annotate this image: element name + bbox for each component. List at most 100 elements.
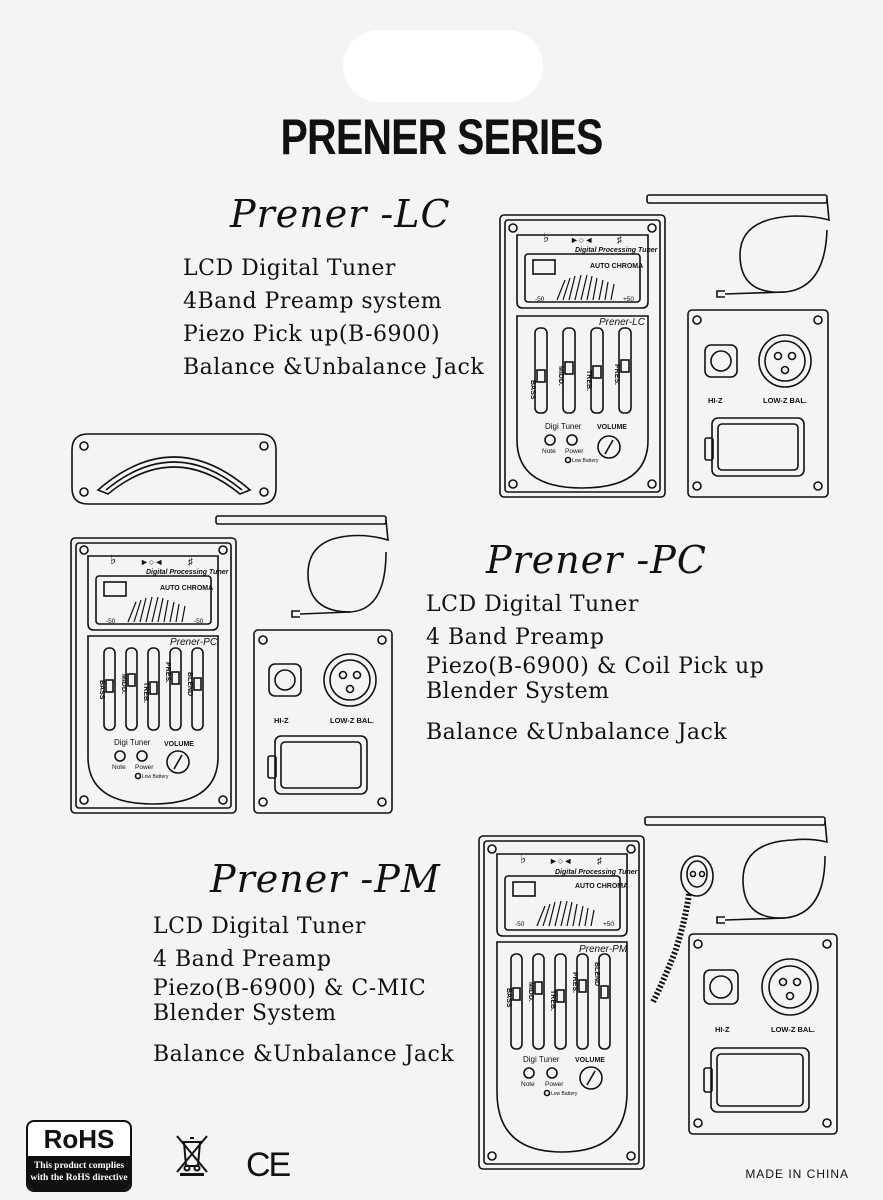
panel-brand-label: Prener-PM [579, 944, 628, 955]
volume-label: VOLUME [597, 424, 627, 431]
svg-text:►○◄: ►○◄ [570, 235, 593, 245]
scale-min-label: -50 [106, 618, 116, 625]
scale-min-label: -50 [535, 296, 545, 303]
svg-text:♭: ♭ [520, 851, 526, 866]
slider-label-bass: BASS [98, 680, 105, 700]
rohs-note: This product complies with the RoHS dire… [28, 1156, 130, 1190]
slider-label-treb: TREB. [549, 990, 556, 1011]
panel-brand-label: Prener-PC [170, 637, 218, 648]
made-in-label: MADE IN CHINA [745, 1167, 849, 1181]
svg-text:♭: ♭ [543, 230, 549, 245]
slider-label-midd: MIDD. [557, 366, 564, 386]
svg-text:♭: ♭ [110, 552, 116, 567]
rohs-badge: RoHS This product complies with the RoHS… [26, 1120, 132, 1192]
slider-label-blend: BLEND [186, 672, 193, 696]
slider-label-pres: PRES. [613, 364, 620, 385]
slider-label-pres: PRES. [164, 662, 171, 683]
piezo-pickup-lc [646, 194, 830, 298]
feature-item: LCD Digital Tuner [153, 914, 366, 939]
feature-list-pm: LCD Digital Tuner 4 Band Preamp Piezo(B-… [153, 910, 454, 1071]
svg-text:♯: ♯ [597, 856, 602, 867]
power-label: Power [545, 1081, 564, 1088]
slider-label-midd: MIDD. [527, 982, 534, 1002]
svg-text:►○◄: ►○◄ [140, 557, 163, 567]
curved-pickup-illustration [71, 433, 277, 505]
feature-item: 4 Band Preamp [426, 625, 605, 650]
lowz-label: LOW-Z BAL. [763, 396, 807, 405]
feature-list-pc: LCD Digital Tuner 4 Band Preamp Piezo(B-… [426, 588, 764, 749]
slider-label-bass: BASS [529, 380, 536, 400]
rohs-title: RoHS [43, 1124, 115, 1154]
svg-text:♯: ♯ [188, 557, 193, 568]
feature-item: Balance &Unbalance Jack [153, 1042, 455, 1067]
slider-label-bass: BASS [505, 988, 512, 1008]
model-title-lc: Prener -LC [230, 192, 451, 236]
prener-lc-illustration: ♭ ►○◄ ♯ Digital Processing Tuner AUTO CH… [499, 194, 830, 498]
slider-label-blend: BLEND [593, 962, 600, 986]
jack-plate-pm: HI-Z LOW-Z BAL. [688, 933, 838, 1135]
tuner-label: Digi Tuner [114, 738, 151, 747]
jack-plate-pc: HI-Z LOW-Z BAL. [253, 629, 393, 814]
jack-plate-lc: HI-Z LOW-Z BAL. [687, 309, 829, 498]
prener-pm-illustration: ♭ ►○◄ ♯ Digital Processing Tuner AUTO CH… [478, 816, 838, 1170]
panel-header-label: Digital Processing Tuner [146, 569, 230, 576]
tuner-label: Digi Tuner [545, 422, 582, 431]
hiz-label: HI-Z [715, 1025, 730, 1034]
feature-item: Balance &Unbalance Jack [426, 720, 728, 745]
ce-mark-icon: CE [246, 1146, 291, 1184]
lowz-label: LOW-Z BAL. [330, 716, 374, 725]
piezo-pickup-pm [644, 816, 828, 924]
feature-item: LCD Digital Tuner [426, 592, 639, 617]
panel-header-label: Digital Processing Tuner [555, 869, 639, 876]
scale-min-label: -50 [515, 921, 525, 928]
hiz-label: HI-Z [274, 716, 289, 725]
preamp-panel-pm: ♭ ►○◄ ♯ Digital Processing Tuner AUTO CH… [478, 835, 645, 1170]
note-label: Note [521, 1081, 535, 1088]
slider-group-lc [534, 327, 632, 414]
panel-brand-label: Prener-LC [599, 317, 646, 328]
display-mode-label: AUTO CHROMA [160, 585, 213, 592]
preamp-panel-lc: ♭ ►○◄ ♯ Digital Processing Tuner AUTO CH… [499, 214, 666, 498]
battery-label: Low Battery [142, 774, 169, 780]
prener-pc-illustration: ♭ ►○◄ ♯ Digital Processing Tuner AUTO CH… [70, 515, 393, 814]
hiz-label: HI-Z [708, 396, 723, 405]
feature-list-lc: LCD Digital Tuner 4Band Preamp system Pi… [183, 252, 484, 384]
scale-max-label: +50 [623, 296, 634, 303]
display-mode-label: AUTO CHROMA [575, 883, 628, 890]
feature-item: 4Band Preamp system [183, 289, 443, 314]
model-title-pc: Prener -PC [486, 538, 707, 582]
slider-label-treb: TREB. [585, 370, 592, 391]
panel-header-label: Digital Processing Tuner [575, 247, 659, 254]
power-label: Power [135, 764, 154, 771]
piezo-pickup-pc [215, 515, 389, 618]
slider-group-pm [510, 953, 611, 1050]
feature-item: Blender System [426, 679, 610, 704]
feature-item: Balance &Unbalance Jack [183, 355, 485, 380]
svg-text:►○◄: ►○◄ [549, 856, 572, 866]
feature-item: Piezo(B-6900) & C-MIC [153, 976, 427, 1001]
lowz-label: LOW-Z BAL. [771, 1025, 815, 1034]
volume-label: VOLUME [575, 1057, 605, 1064]
battery-label: Low Battery [572, 458, 599, 464]
note-label: Note [542, 448, 556, 455]
slider-label-midd: MIDD. [120, 674, 127, 694]
display-mode-label: AUTO CHROMA [590, 263, 643, 270]
feature-item: Piezo Pick up(B-6900) [183, 322, 441, 347]
power-label: Power [565, 448, 584, 455]
feature-item: Piezo(B-6900) & Coil Pick up [426, 654, 765, 679]
model-title-pm: Prener -PM [210, 857, 441, 901]
slider-group-pc [103, 647, 204, 731]
tuner-label: Digi Tuner [523, 1055, 560, 1064]
hang-hole [343, 30, 543, 102]
preamp-panel-pc: ♭ ►○◄ ♯ Digital Processing Tuner AUTO CH… [70, 537, 237, 814]
slider-label-pres: PRES. [571, 972, 578, 993]
feature-item: LCD Digital Tuner [183, 256, 396, 281]
scale-max-label: +50 [603, 921, 614, 928]
slider-label-treb: TREB. [142, 682, 149, 703]
condenser-mic-pm [650, 855, 714, 1004]
scale-max-label: -50 [194, 618, 204, 625]
page-title: PRENER SERIES [280, 109, 603, 165]
note-label: Note [112, 764, 126, 771]
feature-item: Blender System [153, 1001, 337, 1026]
